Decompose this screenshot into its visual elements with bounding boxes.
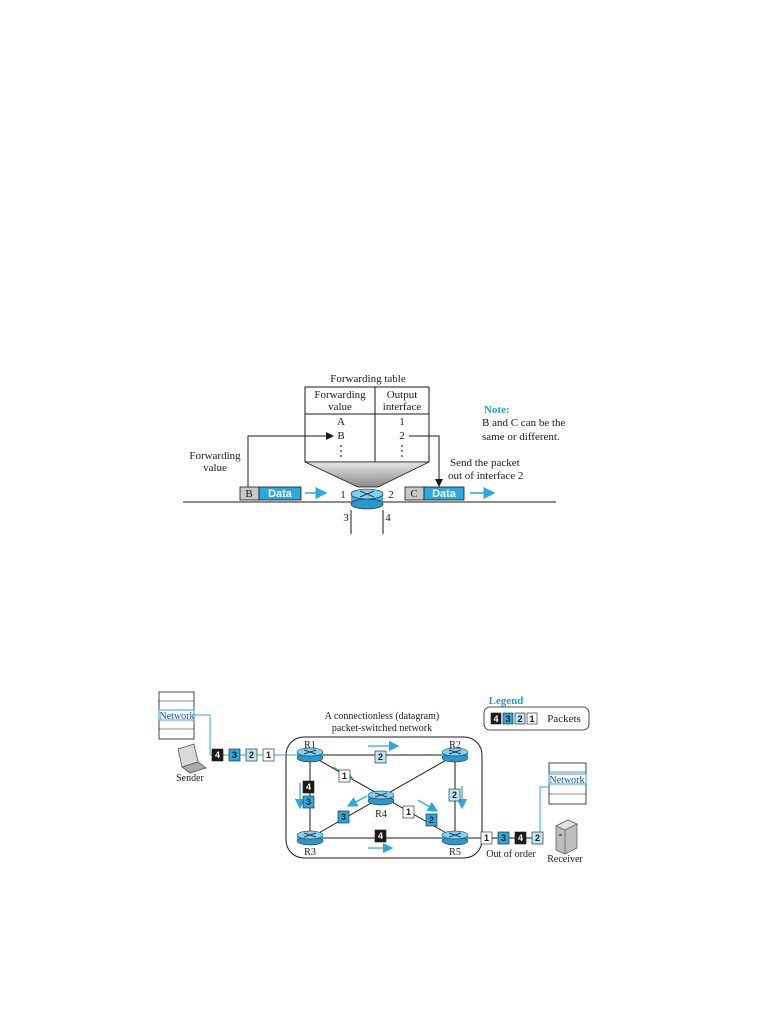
forwarding-value-label-line1: Forwarding — [189, 450, 241, 462]
router-r5-icon — [441, 830, 469, 846]
forwarding-value-label-line2: value — [203, 462, 227, 474]
svg-text:1: 1 — [266, 750, 271, 760]
forwarding-table-title: Forwarding table — [330, 373, 406, 385]
legend-label: Packets — [547, 713, 581, 725]
receiver-label: Receiver — [547, 854, 583, 865]
svg-text:2: 2 — [517, 714, 522, 724]
col2-header-line2: interface — [383, 401, 422, 413]
in-packet-data — [258, 486, 302, 501]
router-r1-label: R1 — [304, 740, 316, 751]
router-r4-label: R4 — [375, 809, 387, 820]
col2-header-line1: Output — [387, 389, 418, 401]
note-title: Note: — [484, 404, 510, 416]
router-icon — [350, 488, 384, 510]
ellipsis-dots — [340, 445, 403, 457]
in-packet-header-text: B — [245, 488, 252, 500]
out-packet-data — [423, 486, 465, 501]
row-a-iface: 1 — [399, 416, 405, 428]
legend-packets: 4 3 2 1 — [490, 712, 538, 725]
router-r4-icon — [367, 790, 395, 806]
svg-text:4: 4 — [493, 714, 498, 724]
svg-text:1: 1 — [484, 833, 489, 843]
sender-network-label: Network — [160, 711, 195, 722]
sender-label: Sender — [176, 773, 204, 784]
router-r2-icon — [441, 747, 469, 763]
router-r1-icon — [296, 747, 324, 763]
svg-text:2: 2 — [535, 833, 540, 843]
network-title-line1: A connectionless (datagram) — [325, 711, 439, 722]
svg-text:2: 2 — [378, 752, 383, 762]
network-boundary — [285, 736, 483, 859]
send-label-line1: Send the packet — [450, 457, 520, 469]
legend-title: Legend — [489, 695, 524, 707]
port-2: 2 — [388, 489, 394, 501]
receiver-protocol-stack — [548, 762, 587, 805]
svg-text:2: 2 — [249, 750, 254, 760]
router-r2-label: R2 — [449, 740, 461, 751]
note-line2: same or different. — [482, 431, 560, 443]
forwarding-figure: Forwarding table Forwarding value Output… — [183, 373, 566, 534]
svg-text:1: 1 — [342, 771, 347, 781]
row-b-iface: 2 — [399, 430, 405, 442]
server-icon — [555, 819, 578, 855]
router-r5-label: R5 — [449, 847, 461, 858]
out-of-order-label: Out of order — [486, 849, 536, 860]
receiver-packets: 1 3 4 2 — [480, 831, 544, 845]
svg-text:2: 2 — [452, 790, 457, 800]
svg-text:3: 3 — [306, 797, 311, 807]
svg-text:4: 4 — [378, 831, 383, 841]
svg-text:3: 3 — [501, 833, 506, 843]
svg-text:4: 4 — [215, 750, 220, 760]
port-1: 1 — [340, 489, 346, 501]
out-packet-header-text: C — [410, 488, 417, 500]
sender-down-line — [194, 714, 211, 754]
in-packet-data-text: Data — [268, 488, 293, 500]
svg-text:4: 4 — [306, 782, 311, 792]
sender-packets: 4 3 2 1 — [211, 748, 275, 762]
svg-text:2: 2 — [429, 815, 434, 825]
table-funnel — [304, 461, 430, 488]
laptop-icon — [177, 743, 207, 774]
note-line1: B and C can be the — [482, 417, 566, 429]
row-a-value: A — [337, 416, 345, 428]
network-title-line2: packet-switched network — [332, 723, 432, 734]
in-network-packets: 2 1 1 2 2 4 3 3 4 — [302, 750, 461, 843]
col1-header-line2: value — [328, 401, 352, 413]
svg-text:3: 3 — [232, 750, 237, 760]
router-r3-icon — [296, 830, 324, 846]
svg-text:1: 1 — [406, 807, 411, 817]
out-packet-data-text: Data — [432, 488, 457, 500]
port-4: 4 — [385, 512, 391, 524]
row-b-value: B — [337, 430, 344, 442]
port-3: 3 — [343, 512, 349, 524]
col1-header-line1: Forwarding — [314, 389, 366, 401]
sender-protocol-stack — [158, 691, 195, 740]
datagram-network-figure: Legend 4 3 2 1 Packets A connectionless … — [158, 691, 590, 865]
svg-text:3: 3 — [505, 714, 510, 724]
output-arrow — [409, 435, 443, 487]
svg-text:4: 4 — [518, 833, 523, 843]
forwarding-table — [304, 386, 430, 463]
send-label-line2: out of interface 2 — [448, 470, 523, 482]
lookup-arrow — [247, 432, 334, 487]
router-r3-label: R3 — [304, 847, 316, 858]
svg-text:1: 1 — [529, 714, 534, 724]
svg-text:3: 3 — [341, 812, 346, 822]
receiver-up-line — [539, 786, 548, 838]
receiver-network-label: Network — [550, 775, 585, 786]
